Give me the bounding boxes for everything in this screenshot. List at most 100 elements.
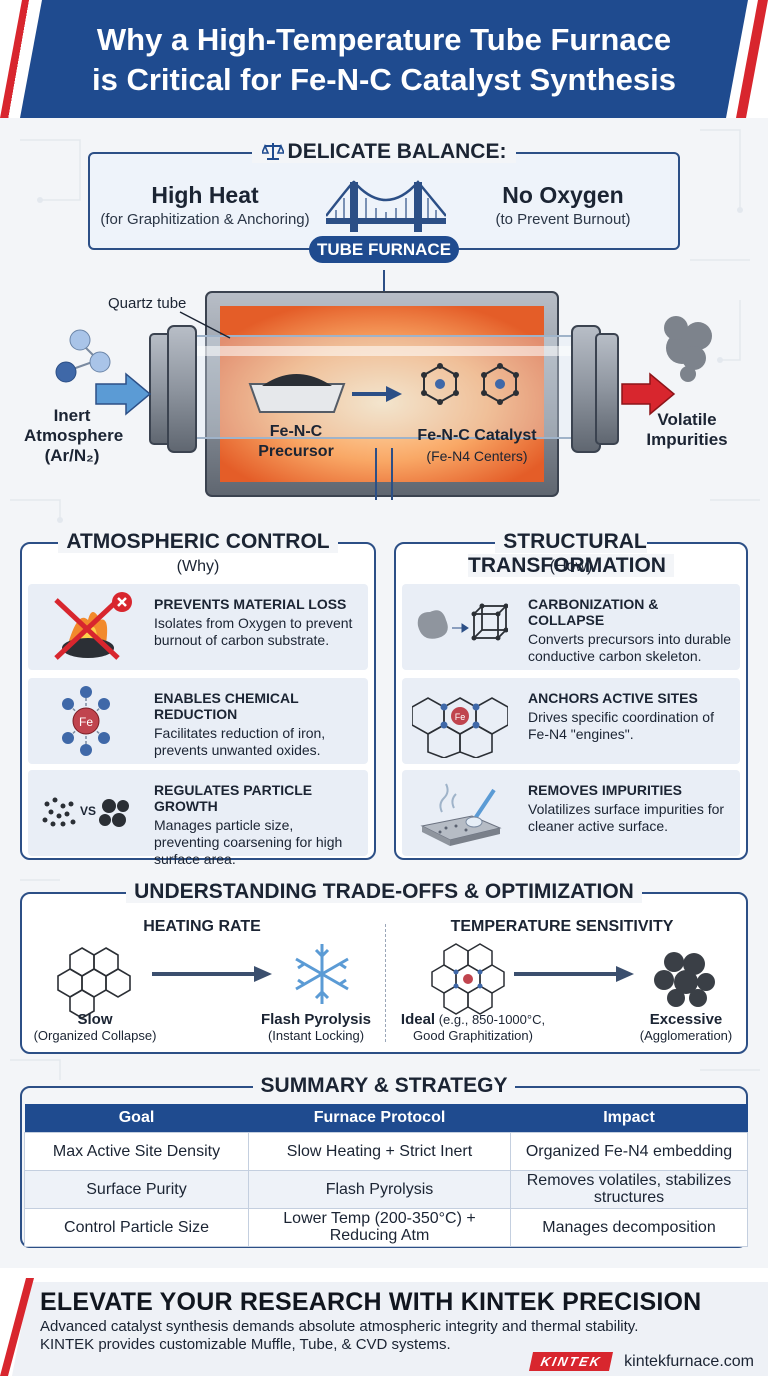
atmospheric-control-title: ATMOSPHERIC CONTROL: [22, 530, 374, 554]
agglomerate-icon: [654, 952, 715, 1007]
table-row: Max Active Site Density Slow Heating + S…: [24, 1131, 748, 1171]
structural-item-heading: CARBONIZATION & COLLAPSE: [528, 596, 659, 628]
structural-item: REMOVES IMPURITIES Volatilizes surface i…: [402, 770, 740, 856]
table-row: Surface Purity Flash Pyrolysis Removes v…: [24, 1169, 748, 1209]
inert-line1: Inert: [53, 406, 91, 425]
table-cell: Control Particle Size: [24, 1207, 249, 1247]
structural-item-heading: ANCHORS ACTIVE SITES: [528, 690, 698, 706]
burning-material-crossed-icon: [54, 592, 132, 660]
slow-bold: Slow: [77, 1011, 113, 1028]
footer-heading: ELEVATE YOUR RESEARCH WITH KINTEK PRECIS…: [40, 1288, 702, 1316]
footer-text-line2: KINTEK provides customizable Muffle, Tub…: [40, 1336, 451, 1353]
footer-text-line1: Advanced catalyst synthesis demands abso…: [40, 1318, 639, 1335]
table-cell: Slow Heating + Strict Inert: [248, 1131, 511, 1171]
inert-atmosphere-label: Inert Atmosphere (Ar/N₂): [24, 406, 124, 466]
surface-cleaning-icon: [420, 783, 502, 846]
website-link[interactable]: kintekfurnace.com: [624, 1352, 754, 1370]
atmospheric-item-text: Isolates from Oxygen to prevent burnout …: [154, 615, 353, 648]
particle-size-icon: [42, 797, 129, 827]
summary-title: SUMMARY & STRATEGY: [22, 1074, 746, 1098]
structural-item-text: Converts precursors into durable conduct…: [528, 631, 732, 664]
atmospheric-control-panel: ATMOSPHERIC CONTROL (Why) PREVENTS MATER…: [20, 530, 376, 867]
kintek-logo[interactable]: KINTEK: [529, 1352, 614, 1371]
ideal-label: Ideal (e.g., 850-1000°C, Good Graphitiza…: [386, 1012, 560, 1044]
inert-line2: Atmosphere: [24, 426, 124, 445]
precursor-line1: Fe-N-C: [269, 423, 323, 440]
volatile-impurities-label: Volatile Impurities: [642, 410, 732, 450]
atmospheric-item-text: Manages particle size, preventing coarse…: [154, 817, 343, 867]
atmospheric-control-subtitle: (Why): [176, 558, 220, 575]
tradeoffs-divider: [385, 924, 386, 1042]
table-cell: Organized Fe-N4 embedding: [510, 1131, 748, 1171]
table-cell: Removes volatiles, stabilizes structures: [510, 1169, 748, 1209]
table-row: Control Particle Size Lower Temp (200-35…: [24, 1207, 748, 1247]
excessive-sub: (Agglomeration): [639, 1028, 733, 1043]
atmospheric-item: Fe ENABLES CHEMICAL REDUCTION Facilitate…: [28, 678, 368, 764]
catalyst-label: Fe-N-C Catalyst (Fe-N4 Centers): [402, 426, 552, 466]
structural-transformation-panel: STRUCTURAL TRANSFORMATION (How) CARBONIZ…: [394, 530, 748, 860]
no-oxygen-heading: No Oxygen: [502, 182, 624, 208]
ideal-inline: (e.g., 850-1000°C,: [438, 1012, 546, 1027]
column-header: Furnace Protocol: [248, 1104, 511, 1132]
smoke-icon: [664, 316, 712, 382]
gas-molecule-icon: [55, 329, 111, 383]
catalyst-line2: (Fe-N4 Centers): [426, 448, 528, 464]
flash-bold: Flash Pyrolysis: [260, 1011, 372, 1028]
quartz-tube-label: Quartz tube: [108, 295, 187, 312]
precursor-line2: Precursor: [258, 443, 334, 460]
catalyst-line1: Fe-N-C Catalyst: [417, 427, 537, 444]
flash-sub: (Instant Locking): [267, 1028, 365, 1043]
precursor-label: Fe-N-C Precursor: [246, 422, 346, 462]
table-cell: Manages decomposition: [510, 1207, 748, 1247]
atmospheric-item-heading: PREVENTS MATERIAL LOSS: [154, 596, 347, 612]
footer-banner: ELEVATE YOUR RESEARCH WITH KINTEK PRECIS…: [0, 1268, 768, 1376]
furnace-illustration: [55, 270, 712, 500]
table-cell: Max Active Site Density: [24, 1131, 249, 1171]
slow-sub: (Organized Collapse): [33, 1028, 157, 1043]
brand-block: KINTEK kintekfurnace.com: [529, 1352, 754, 1372]
excessive-label: Excessive (Agglomeration): [628, 1012, 744, 1044]
structural-item: CARBONIZATION & COLLAPSE Converts precur…: [402, 584, 740, 670]
structural-transformation-subtitle: (How): [549, 558, 593, 575]
summary-table: Goal Furnace Protocol Impact Max Active …: [24, 1104, 748, 1247]
column-header: Impact: [510, 1104, 748, 1132]
page-title: Why a High-Temperature Tube Furnace is C…: [40, 20, 728, 100]
atmospheric-item: PREVENTS MATERIAL LOSS Isolates from Oxy…: [28, 584, 368, 670]
tradeoffs-illustration: [57, 943, 715, 1018]
volatile-line1: Volatile: [657, 410, 717, 429]
temperature-sensitivity-heading: TEMPERATURE SENSITIVITY: [450, 918, 674, 935]
high-heat-subtext: (for Graphitization & Anchoring): [100, 211, 310, 228]
svg-text:Fe: Fe: [79, 715, 93, 729]
fe-n4-lattice-icon: Fe: [412, 697, 508, 758]
versus-label: VS: [80, 804, 97, 818]
high-heat-block: High Heat (for Graphitization & Anchorin…: [100, 182, 310, 228]
atmospheric-item-heading: REGULATES PARTICLE GROWTH: [154, 782, 313, 814]
table-cell: Flash Pyrolysis: [248, 1169, 511, 1209]
atmospheric-item-heading: ENABLES CHEMICAL REDUCTION: [154, 690, 299, 722]
no-oxygen-subtext: (to Prevent Burnout): [495, 211, 631, 228]
structural-item: Fe ANCHORS ACTIVE SITES Drives specific …: [402, 678, 740, 764]
page-title-line2: is Critical for Fe-N-C Catalyst Synthesi…: [92, 62, 676, 97]
inert-line3: (Ar/N₂): [44, 446, 100, 465]
structural-transformation-title: STRUCTURAL TRANSFORMATION: [396, 530, 746, 578]
delicate-balance-label: DELICATE BALANCE:: [287, 140, 507, 163]
page-title-line1: Why a High-Temperature Tube Furnace: [96, 22, 672, 57]
flash-pyrolysis-label: Flash Pyrolysis (Instant Locking): [250, 1012, 382, 1044]
ideal-sub: Good Graphitization): [413, 1028, 533, 1043]
carbon-skeleton-icon: [417, 603, 508, 641]
tube-furnace-diagram: Quartz tube Inert Atmosphere (Ar/N₂) Fe-…: [0, 270, 768, 500]
table-cell: Surface Purity: [24, 1169, 249, 1209]
fe-n-molecule-icon: Fe: [62, 686, 110, 756]
atmospheric-item-text: Facilitates reduction of iron, prevents …: [154, 725, 326, 758]
slow-label: Slow (Organized Collapse): [22, 1012, 168, 1044]
structural-item-heading: REMOVES IMPURITIES: [528, 782, 683, 798]
tradeoffs-title: UNDERSTANDING TRADE-OFFS & OPTIMIZATION: [22, 880, 746, 904]
footer-band: [12, 1282, 768, 1376]
delicate-balance-title: DELICATE BALANCE:: [90, 140, 678, 164]
ideal-bold: Ideal: [400, 1011, 436, 1028]
bridge-icon: [326, 180, 446, 232]
tube-furnace-badge: TUBE FURNACE: [309, 236, 459, 263]
snowflake-icon: [295, 944, 349, 1004]
excessive-bold: Excessive: [649, 1011, 723, 1028]
graphene-sheet-icon: [57, 947, 131, 1018]
